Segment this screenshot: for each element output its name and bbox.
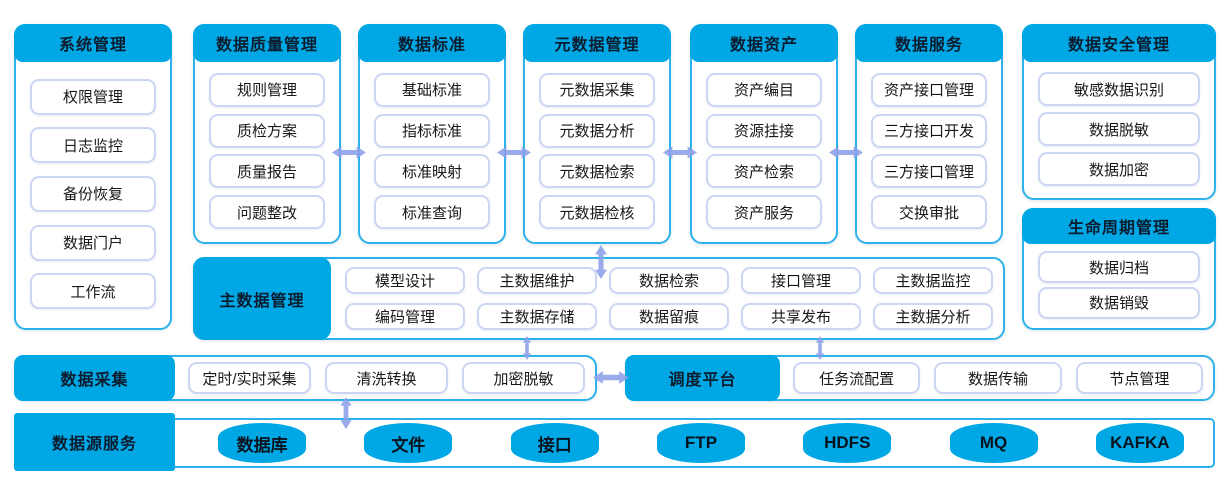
module-chip: 数据留痕 [609,303,729,330]
module-chip: 节点管理 [1075,362,1203,394]
double-arrow-icon-collection-scheduler [593,369,629,386]
module-chip: 元数据分析 [539,113,655,148]
module-chip: 三方接口管理 [871,154,987,189]
double-arrow-icon-collection-sources [338,397,354,429]
module-chip: 任务流配置 [793,362,921,394]
module-chip: 主数据分析 [873,303,993,330]
panel-data-asset: 数据资产 资产编目 资源挂接 资产检索 资产服务 [690,24,838,244]
module-chip: 资产检索 [706,154,822,189]
module-chip: 数据归档 [1038,251,1200,284]
datasource-cylinder-mq: MQ [949,423,1038,463]
double-arrow-icon-asset-service [829,144,863,161]
module-chip: 元数据检索 [539,154,655,189]
panel-data-standard: 数据标准 基础标准 指标标准 标准映射 标准查询 [358,24,506,244]
band-title-data-collection: 数据采集 [14,355,175,401]
module-chip: 数据销毁 [1038,286,1200,319]
band-body: 模型设计 主数据维护 数据检索 接口管理 主数据监控 编码管理 主数据存储 数据… [345,267,993,330]
datasource-cylinder-hdfs: HDFS [803,423,892,463]
panel-metadata: 元数据管理 元数据采集 元数据分析 元数据检索 元数据检核 [523,24,671,244]
module-chip: 数据脱敏 [1038,112,1200,146]
band-body: 定时/实时采集 清洗转换 加密脱敏 [188,357,585,399]
band-scheduler: 调度平台 任务流配置 数据传输 节点管理 [625,355,1215,401]
module-chip: 标准映射 [374,154,490,189]
module-chip: 基础标准 [374,72,490,107]
module-chip: 日志监控 [30,127,156,164]
panel-title-data-security: 数据安全管理 [1022,24,1216,62]
panel-data-service: 数据服务 资产接口管理 三方接口开发 三方接口管理 交换审批 [855,24,1003,244]
module-chip: 三方接口开发 [871,113,987,148]
double-arrow-icon-quality-standard [332,144,366,161]
module-chip: 主数据监控 [873,267,993,294]
module-chip: 备份恢复 [30,175,156,212]
double-arrow-icon-standard-metadata [497,144,531,161]
module-chip: 定时/实时采集 [188,362,311,394]
module-chip: 数据加密 [1038,152,1200,186]
module-chip: 主数据存储 [477,303,597,330]
datasource-cylinder-kafka: KAFKA [1095,423,1184,463]
module-chip: 数据检索 [609,267,729,294]
panel-lifecycle: 生命周期管理 数据归档 数据销毁 [1022,208,1216,330]
panel-body: 数据归档 数据销毁 [1024,244,1214,326]
module-chip: 加密脱敏 [462,362,585,394]
module-chip: 质检方案 [209,113,325,148]
module-chip: 清洗转换 [325,362,448,394]
panel-data-security: 数据安全管理 敏感数据识别 数据脱敏 数据加密 [1022,24,1216,200]
panel-body: 元数据采集 元数据分析 元数据检索 元数据检核 [525,62,669,240]
module-chip: 元数据检核 [539,195,655,230]
panel-title-data-quality: 数据质量管理 [193,24,341,62]
band-data-sources-body: 数据库 文件 接口 FTP HDFS MQ KAFKA [22,418,1215,468]
datasource-cylinder-ftp: FTP [656,423,745,463]
module-chip: 工作流 [30,273,156,310]
panel-body: 资产接口管理 三方接口开发 三方接口管理 交换审批 [857,62,1001,240]
module-chip: 资源挂接 [706,113,822,148]
module-chip: 数据传输 [934,362,1062,394]
datasource-cylinder-interface: 接口 [510,423,599,463]
band-title-data-sources: 数据源服务 [14,413,175,471]
panel-title-data-service: 数据服务 [855,24,1003,62]
module-chip: 元数据采集 [539,72,655,107]
module-chip: 共享发布 [741,303,861,330]
module-chip: 问题整改 [209,195,325,230]
panel-title-lifecycle: 生命周期管理 [1022,208,1216,244]
panel-title-data-standard: 数据标准 [358,24,506,62]
datasource-cylinder-file: 文件 [364,423,453,463]
panel-title-metadata: 元数据管理 [523,24,671,62]
panel-body: 基础标准 指标标准 标准映射 标准查询 [360,62,504,240]
module-chip: 主数据维护 [477,267,597,294]
band-title-scheduler: 调度平台 [625,355,780,401]
module-chip: 数据门户 [30,224,156,261]
panel-body: 权限管理 日志监控 备份恢复 数据门户 工作流 [16,62,170,326]
panel-title-system-management: 系统管理 [14,24,172,62]
double-arrow-icon-metadata-asset [663,144,697,161]
datasource-cylinder-database: 数据库 [218,423,307,463]
double-arrow-icon-metadata-masterdata [593,245,609,279]
module-chip: 敏感数据识别 [1038,72,1200,106]
module-chip: 标准查询 [374,195,490,230]
panel-system-management: 系统管理 权限管理 日志监控 备份恢复 数据门户 工作流 [14,24,172,330]
module-chip: 权限管理 [30,78,156,115]
panel-title-data-asset: 数据资产 [690,24,838,62]
module-chip: 资产编目 [706,72,822,107]
double-arrow-icon-masterdata-scheduler [812,336,828,360]
module-chip: 规则管理 [209,72,325,107]
double-arrow-icon-masterdata-collection [519,336,535,360]
module-chip: 接口管理 [741,267,861,294]
panel-body: 资产编目 资源挂接 资产检索 资产服务 [692,62,836,240]
module-chip: 编码管理 [345,303,465,330]
module-chip: 模型设计 [345,267,465,294]
module-chip: 交换审批 [871,195,987,230]
panel-data-quality: 数据质量管理 规则管理 质检方案 质量报告 问题整改 [193,24,341,244]
band-title-master-data: 主数据管理 [193,257,331,340]
panel-body: 敏感数据识别 数据脱敏 数据加密 [1024,62,1214,196]
panel-body: 规则管理 质检方案 质量报告 问题整改 [195,62,339,240]
module-chip: 资产接口管理 [871,72,987,107]
module-chip: 指标标准 [374,113,490,148]
module-chip: 资产服务 [706,195,822,230]
band-data-collection: 数据采集 定时/实时采集 清洗转换 加密脱敏 [14,355,597,401]
module-chip: 质量报告 [209,154,325,189]
band-body: 任务流配置 数据传输 节点管理 [793,357,1203,399]
